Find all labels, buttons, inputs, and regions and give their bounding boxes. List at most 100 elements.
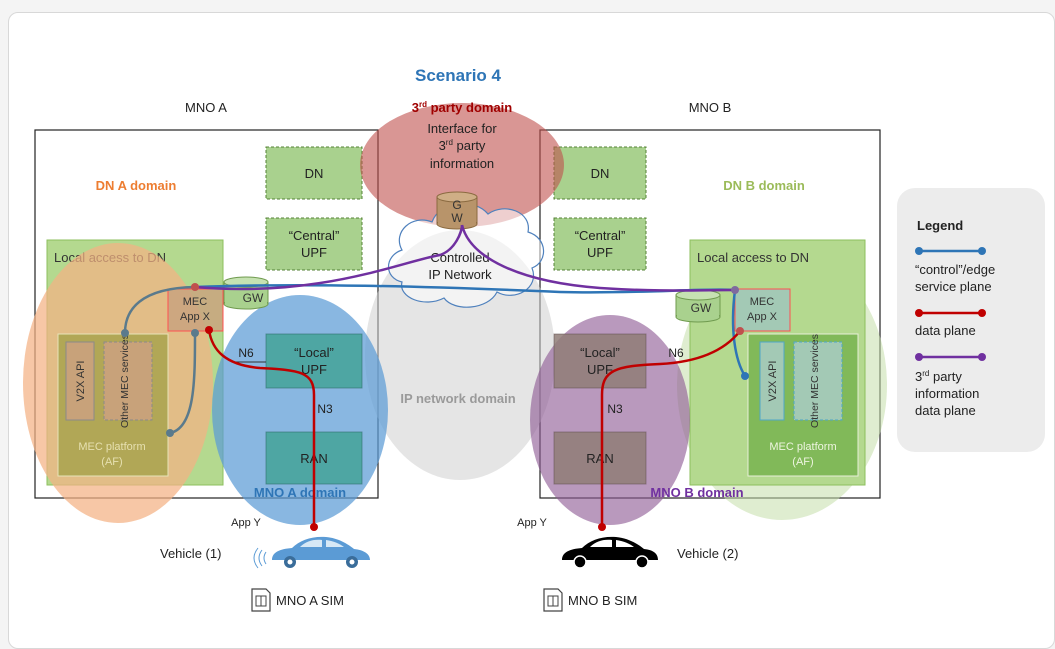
vehicle-1-icon [253,536,370,569]
legend-third-line3: data plane [915,403,976,418]
mec-app-b-line2: App X [747,311,778,323]
central-upf-a-box [265,217,363,271]
mec-app-a-line1: MEC [183,296,208,308]
sim-a-icon [251,588,271,612]
app-y-b-label: App Y [517,517,547,529]
mec-platform-a-line2: (AF) [101,456,122,468]
interface-sup: rd [446,138,453,147]
central-upf-b-line1: “Central” [575,228,626,243]
local-upf-b-line1: “Local” [580,345,620,360]
legend-box [897,188,1045,452]
legend-third-line1: 3rd party [915,369,962,384]
control-line-a-platform [123,285,196,334]
legend-control-dot1 [915,247,923,255]
third-party-num: 3 [412,100,419,115]
other-mec-b-box [793,341,843,421]
other-mec-a-box [103,341,153,421]
legend-title: Legend [917,218,963,233]
legend-third-sup: rd [922,369,929,378]
third-party-ellipse [360,103,564,227]
gw-b [675,289,721,323]
vehicle-2-icon [562,536,658,569]
control-dot-b1 [741,372,749,380]
interface-line3: information [430,156,494,171]
data-line-a [207,329,316,527]
ran-b-label: RAN [586,451,613,466]
central-upf-b-box [553,217,647,271]
control-dot-a2 [191,329,199,337]
mec-platform-a-line1: MEC platform [78,441,145,453]
legend-third-rest: party [929,369,962,384]
gw-third-line2: W [451,211,463,225]
mno-a-label: MNO A [185,100,227,115]
v2x-api-a-box [65,341,95,421]
sim-b-label: MNO B SIM [568,593,637,608]
mno-a-domain-label: MNO A domain [254,485,346,500]
legend-third-dot2 [978,353,986,361]
legend-control-line1: “control”/edge [915,262,995,277]
dn-b-box [553,146,647,200]
central-upf-b-line2: UPF [587,245,613,260]
mec-platform-b-line2: (AF) [792,456,813,468]
legend-control-dot2 [978,247,986,255]
mno-b-domain-label: MNO B domain [650,485,743,500]
legend-third-num: 3 [915,369,922,384]
local-upf-a-line2: UPF [301,362,327,377]
other-mec-b-label: Other MEC services [809,334,821,428]
central-upf-a-line1: “Central” [289,228,340,243]
data-line-b [600,330,741,527]
dn-b-text: DN [591,166,610,181]
legend-data-label: data plane [915,323,976,338]
data-dot-b1 [736,327,744,335]
legend-control-line2: service plane [915,279,992,294]
dn-b-domain-label: DN B domain [723,178,805,193]
data-dot-a2 [310,523,318,531]
gw-a-label: GW [243,291,264,305]
legend-third-dot1 [915,353,923,361]
third-dot-b [731,286,739,294]
control-line-b-platform [731,289,747,377]
other-mec-a-text: Other MEC services [119,334,131,428]
n6-b-label: N6 [668,346,684,360]
sim-a-label: MNO A SIM [276,593,344,608]
third-line-a [194,224,464,291]
gw-third-line1: G [452,198,461,212]
vehicle-2-label: Vehicle (2) [677,546,738,561]
mec-app-a-line2: App X [180,311,211,323]
sim-b-icon [543,588,563,612]
data-dot-b2 [598,523,606,531]
local-access-b-label: Local access to DN [697,250,809,265]
v2x-api-b-label: V2X API [767,361,779,402]
n6-a-label: N6 [238,346,254,360]
third-party-sup: rd [419,100,427,109]
mec-app-b-box [734,288,791,332]
mno-b-label: MNO B [689,100,732,115]
interface-line1: Interface for [427,121,497,136]
local-upf-b-line2: UPF [587,362,613,377]
third-party-domain-label: 3rd party domain [412,100,513,115]
gw-b-label: GW [691,301,712,315]
legend-data-dot2 [978,309,986,317]
third-party-gw [436,191,478,230]
local-upf-a-box [265,333,363,389]
other-mec-a-label: Other MEC services [119,334,131,428]
app-y-a-label: App Y [231,517,261,529]
other-mec-b-text: Other MEC services [809,334,821,428]
interface-num: 3 [439,138,446,153]
legend-data-dot1 [915,309,923,317]
central-upf-a-line2: UPF [301,245,327,260]
diagram-title: Scenario 4 [415,66,502,85]
ran-b-box [553,431,647,485]
local-upf-a-line1: “Local” [294,345,334,360]
control-dot-a1 [121,329,129,337]
dn-a-domain-label: DN A domain [96,178,177,193]
local-upf-b-box [553,333,647,389]
third-line-b [460,224,736,292]
third-party-rest: party domain [427,100,512,115]
control-dot-a3 [166,429,174,437]
mec-platform-b-line1: MEC platform [769,441,836,453]
v2x-api-b-box [759,341,785,421]
n3-b-label: N3 [607,402,623,416]
third-dot-a [191,283,199,291]
